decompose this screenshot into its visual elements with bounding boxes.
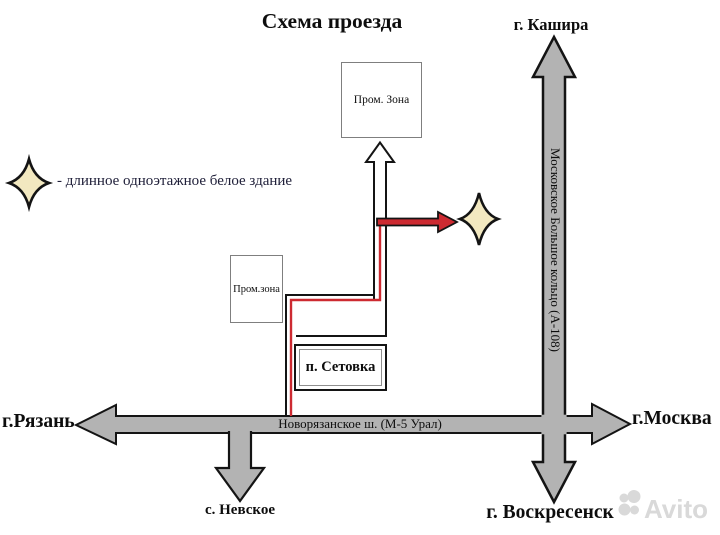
- village-label-nevskoe: с. Невское: [204, 502, 276, 518]
- city-label-ryazan: г.Рязань: [2, 411, 75, 432]
- destination-star-icon: [456, 192, 502, 246]
- highway-name-label: Новорязанское ш. (М-5 Урал): [278, 415, 442, 431]
- prom-zona-left-box: Пром.зона: [230, 255, 283, 323]
- setovka-box-inner: п. Сетовка: [299, 349, 382, 386]
- highway-road-shape: [73, 402, 633, 446]
- city-label-moskva: г.Москва: [632, 408, 712, 429]
- ring-road-shape: [530, 34, 578, 505]
- setovka-label: п. Сетовка: [305, 359, 376, 375]
- watermark-logo: Avito: [618, 490, 708, 524]
- legend-star-icon: [4, 153, 54, 213]
- side-road-bottom-border: [296, 299, 387, 337]
- side-road-outer-border: [285, 294, 374, 416]
- setovka-box: п. Сетовка: [294, 344, 387, 391]
- city-label-kashira: г. Кашира: [513, 15, 589, 34]
- city-label-voskresensk: г. Воскресенск: [486, 502, 614, 523]
- watermark-text: Avito: [644, 494, 708, 524]
- prom-zona-top-label: Пром. Зона: [353, 94, 410, 106]
- legend-text: - длинное одноэтажное белое здание: [57, 173, 293, 189]
- route-line: [289, 219, 382, 416]
- route-arrow: [376, 210, 459, 234]
- prom-zona-top-box: Пром. Зона: [341, 62, 422, 138]
- ring-road-name-label: Московское Большое кольцо (А-108): [547, 147, 563, 353]
- nevskoe-branch-shape: [213, 431, 267, 503]
- prom-zona-left-label: Пром.зона: [233, 283, 280, 295]
- crossing-merge: [541, 414, 567, 435]
- page-title: Схема проезда: [261, 9, 403, 33]
